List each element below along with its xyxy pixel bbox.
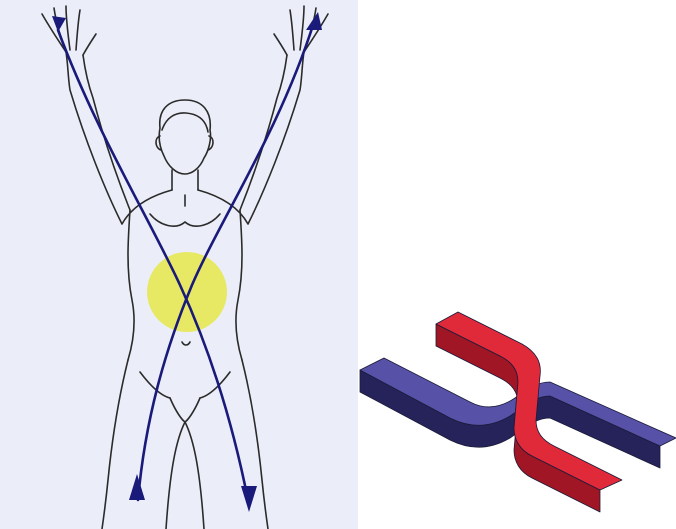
crossing-channels-panel <box>350 300 676 529</box>
crossing-channels-diagram <box>350 300 676 529</box>
solar-plexus-circle <box>147 252 227 332</box>
human-figure-diagram <box>0 0 358 529</box>
human-figure-panel <box>0 0 358 529</box>
